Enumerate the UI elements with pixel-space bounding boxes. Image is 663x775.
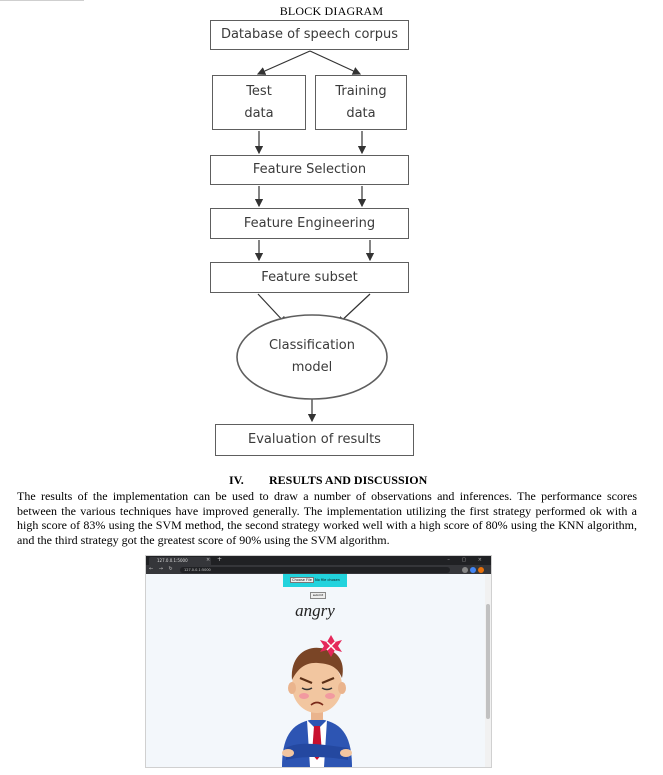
choose-file-button: Choose File [290,577,314,583]
box-database-label: Database of speech corpus [220,27,399,42]
page-scrollbar-thumb [486,604,490,719]
address-bar-url: 127.0.0.1:5000 [184,567,211,572]
box-evaluation-label: Evaluation of results [248,432,381,447]
profile-icon [470,566,476,573]
box-feature-selection-label: Feature Selection [252,162,367,177]
box-feature-engineering: Feature Engineering [210,208,409,239]
address-bar: 127.0.0.1:5000 [180,566,450,573]
box-test-label-2: data [244,105,274,121]
extension-icon [462,566,468,573]
classification-model-ellipse [236,314,388,400]
box-test-data: Test data [212,75,306,130]
arrow-db-to-test [256,50,311,75]
box-feature-subset-label: Feature subset [261,269,358,285]
upload-panel: Choose File No file chosen [283,574,347,587]
classification-label-2: model [291,360,333,375]
app-screenshot: 127.0.0.1:5000 × + – ▢ × ← → ↻ 127.0.0.1… [146,556,491,767]
new-tab-icon: + [217,556,223,563]
box-training-label-2: data [346,105,376,121]
section-number: IV. [229,473,244,487]
box-training-data: Training data [315,75,407,130]
browser-tab-title: 127.0.0.1:5000 [157,558,188,563]
angry-character-illustration [282,635,352,767]
classification-label-1: Classification [268,338,356,353]
browser-tab: 127.0.0.1:5000 [149,557,211,565]
box-test-label-1: Test [246,83,272,99]
section-title: RESULTS AND DISCUSSION [269,473,428,487]
classification-model-label-wrap: Classification model [240,325,384,389]
box-feature-engineering-label: Feature Engineering [243,215,376,231]
flow-arrows [236,50,388,423]
figure-title: BLOCK DIAGRAM [279,4,384,18]
menu-icon [478,566,484,573]
browser-tabbar: 127.0.0.1:5000 × + – ▢ × [146,556,491,565]
close-tab-icon: × [206,557,211,563]
window-controls-icon: – ▢ × [447,557,487,563]
file-status: No file chosen [315,578,340,582]
box-database: Database of speech corpus [210,20,409,50]
box-feature-subset: Feature subset [210,262,409,293]
arrow-db-to-training [309,50,362,75]
page-top-rule [0,0,84,1]
box-training-label-1: Training [335,83,387,99]
section-paragraph: The results of the implementation can be… [17,489,637,547]
nav-buttons-icon: ← → ↻ [149,566,175,572]
box-feature-selection: Feature Selection [210,155,409,185]
file-input: Choose File No file chosen [290,577,340,583]
browser-urlbar: ← → ↻ 127.0.0.1:5000 [146,565,491,574]
emotion-result: angry [295,601,335,620]
submit-button: submit [310,592,326,599]
box-evaluation: Evaluation of results [215,424,414,456]
